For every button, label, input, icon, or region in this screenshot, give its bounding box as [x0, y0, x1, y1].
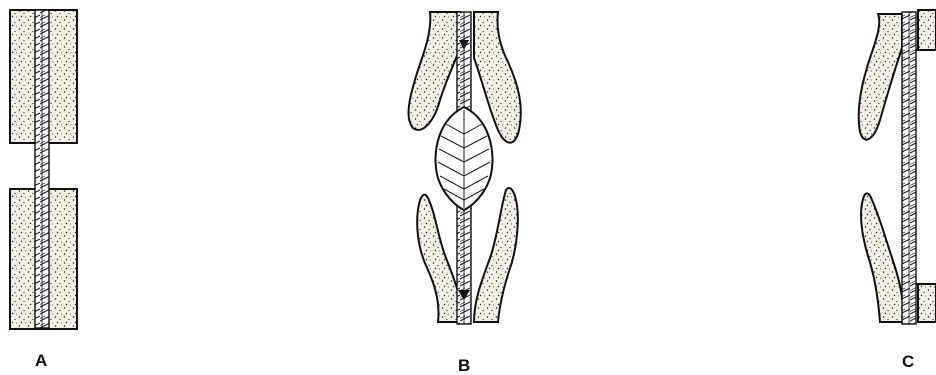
- tissue-flap-upper-left: [859, 14, 902, 140]
- panel-a: [10, 10, 77, 329]
- tissue-flap-lower-left: [861, 193, 904, 322]
- tissue-block-lower-right: [918, 284, 936, 322]
- panel-b: [409, 12, 521, 324]
- panel-c: [859, 10, 936, 324]
- panel-label-b: B: [458, 357, 470, 374]
- tissue-block-upper-right: [918, 10, 936, 50]
- panel-label-a: A: [35, 352, 47, 369]
- tissue-flap-upper-left: [409, 12, 460, 130]
- panel-label-c: C: [902, 353, 914, 370]
- tissue-flap-lower-right: [474, 188, 518, 322]
